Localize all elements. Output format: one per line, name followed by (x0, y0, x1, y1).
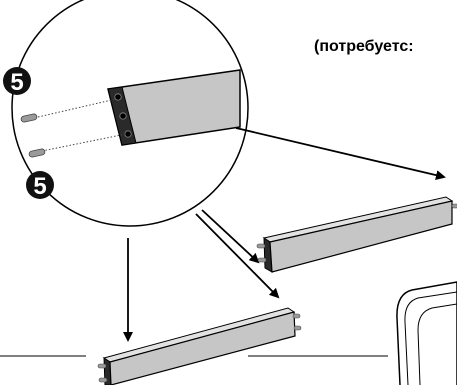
rail-upper (256, 196, 457, 273)
rail-lower (97, 307, 302, 385)
dowel-top (20, 113, 38, 123)
guide-line-bottom (41, 133, 127, 152)
part-badge-top: 5 (3, 67, 31, 96)
guide-line-top (37, 98, 117, 118)
arrow-to-rail-top-right (235, 127, 446, 181)
dowel-hole-1 (114, 93, 122, 101)
dowel-bottom (28, 148, 46, 158)
sofa-arm (396, 281, 457, 385)
part-badge-bottom-label: 5 (33, 173, 46, 200)
instruction-caption: (потребуетс: (314, 38, 414, 55)
part-badge-bottom: 5 (26, 171, 54, 200)
arrow-to-rail-lower (195, 213, 280, 299)
detail-magnifier (11, 0, 249, 227)
part-badge-top-label: 5 (10, 69, 23, 96)
dowel-hole-2 (119, 112, 127, 120)
arrow-to-rail-middle (201, 209, 260, 264)
